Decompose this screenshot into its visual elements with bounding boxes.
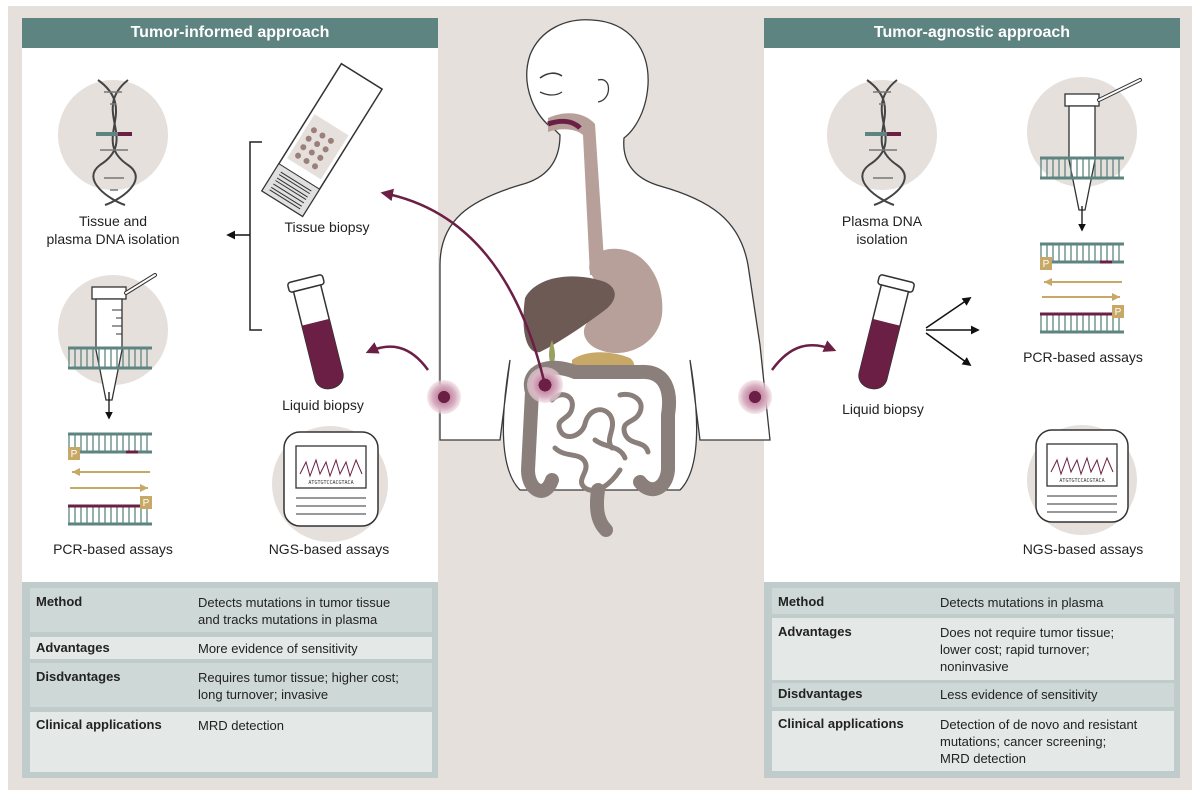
left-isolation-label: Tissue and plasma DNA isolation bbox=[46, 213, 180, 247]
left-table-key: Method bbox=[36, 594, 83, 609]
bracket bbox=[249, 141, 262, 331]
blood-tube-icon bbox=[287, 274, 344, 390]
right-header: Tumor-agnostic approach bbox=[873, 24, 1071, 41]
left-table-value: Requires tumor tissue; higher cost; long… bbox=[198, 670, 399, 702]
right-table-key: Disdvantages bbox=[778, 686, 863, 701]
right-table-value: Less evidence of sensitivity bbox=[940, 687, 1098, 702]
human-body bbox=[427, 19, 772, 537]
dna-helix-icon-right bbox=[827, 79, 937, 206]
svg-text:ATGTGTCCACGTACA: ATGTGTCCACGTACA bbox=[308, 480, 353, 486]
left-table-value: Detects mutations in tumor tissue and tr… bbox=[198, 595, 391, 627]
right-table-value: Detects mutations in plasma bbox=[940, 595, 1104, 610]
right-table-value: Detection of de novo and resistant mutat… bbox=[940, 717, 1138, 766]
arm-to-liquid-biopsy-right-arrow bbox=[770, 340, 837, 371]
branch-arrows bbox=[925, 296, 980, 367]
right-table-value: Does not require tumor tissue; lower cos… bbox=[940, 625, 1115, 674]
right-isolation-label: Plasma DNA isolation bbox=[841, 213, 923, 247]
right-liquid-biopsy-label: Liquid biopsy bbox=[842, 401, 924, 417]
pcr-pipette-icon-right bbox=[1027, 77, 1142, 232]
left-pcr-label: PCR-based assays bbox=[53, 541, 173, 557]
ngs-sequencer-icon-right: ATGTGTCCACGTACA bbox=[1027, 425, 1137, 535]
pcr-diagram-icon: P P bbox=[68, 432, 152, 526]
arm-to-liquid-biopsy-left-arrow bbox=[365, 342, 430, 371]
left-liquid-biopsy-label: Liquid biopsy bbox=[282, 397, 364, 413]
left-table-key: Clinical applications bbox=[36, 717, 162, 732]
right-ngs-label: NGS-based assays bbox=[1022, 541, 1144, 557]
right-table-key: Advantages bbox=[778, 624, 852, 639]
svg-text:P: P bbox=[1115, 307, 1122, 318]
left-ngs-label: NGS-based assays bbox=[268, 541, 390, 557]
left-table-key: Disdvantages bbox=[36, 669, 121, 684]
right-table-key: Clinical applications bbox=[778, 716, 904, 731]
right-table-key: Method bbox=[778, 594, 825, 609]
left-table-value: MRD detection bbox=[198, 718, 284, 733]
tumor-to-tissue-arrow bbox=[380, 188, 547, 386]
left-table-value: More evidence of sensitivity bbox=[198, 641, 358, 656]
svg-text:ATGTGTCCACGTACA: ATGTGTCCACGTACA bbox=[1059, 478, 1104, 484]
svg-text:P: P bbox=[143, 498, 150, 509]
left-table-key: Advantages bbox=[36, 640, 110, 655]
dna-helix-icon bbox=[58, 79, 168, 206]
svg-text:P: P bbox=[1043, 259, 1050, 270]
tissue-biopsy-label: Tissue biopsy bbox=[284, 219, 370, 235]
tissue-slide-icon bbox=[260, 62, 384, 218]
left-arm-blood-draw-icon bbox=[427, 380, 461, 414]
left-header-bar bbox=[22, 18, 438, 48]
right-pcr-label: PCR-based assays bbox=[1023, 349, 1143, 365]
svg-text:P: P bbox=[71, 449, 78, 460]
right-header-bar bbox=[764, 18, 1180, 48]
left-header: Tumor-informed approach bbox=[130, 24, 330, 41]
pcr-pipette-icon bbox=[58, 273, 168, 420]
ngs-sequencer-icon: ATGTGTCCACGTACA bbox=[272, 426, 388, 542]
pcr-diagram-icon-right: P P bbox=[1040, 242, 1124, 334]
blood-tube-icon-right bbox=[858, 274, 915, 390]
right-arm-blood-draw-icon bbox=[738, 380, 772, 414]
